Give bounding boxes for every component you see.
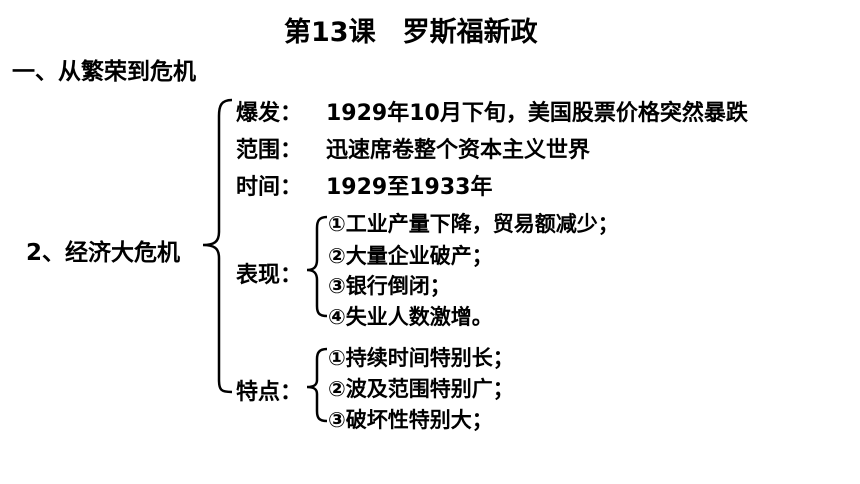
scope-label: 范围： [236, 138, 303, 163]
main-brace [202, 98, 233, 394]
manifest-item: ③银行倒闭； [328, 274, 451, 298]
manifest-item: ②大量企业破产； [328, 244, 493, 268]
page-title: 第13课 罗斯福新政 [284, 17, 538, 48]
manifest-item: ①工业产量下降，贸易额减少； [328, 212, 619, 236]
outbreak-value: 1929年10月下旬，美国股票价格突然暴跌 [326, 101, 748, 126]
scope-value: 迅速席卷整个资本主义世界 [326, 138, 591, 163]
manifest-label: 表现： [236, 263, 303, 288]
time-label: 时间： [236, 175, 303, 200]
outbreak-label: 爆发： [236, 101, 303, 126]
features-label: 特点： [236, 380, 303, 405]
features-item: ②波及范围特别广； [328, 377, 514, 401]
time-value: 1929至1933年 [326, 175, 493, 200]
manifest-item: ④失业人数激增。 [328, 305, 493, 329]
features-item: ①持续时间特别长； [328, 346, 514, 370]
features-brace [306, 347, 328, 423]
section-heading: 一、从繁荣到危机 [12, 59, 196, 85]
features-item: ③破坏性特别大； [328, 408, 493, 432]
manifest-brace [306, 215, 328, 318]
subtopic-heading: 2、经济大危机 [26, 240, 181, 266]
